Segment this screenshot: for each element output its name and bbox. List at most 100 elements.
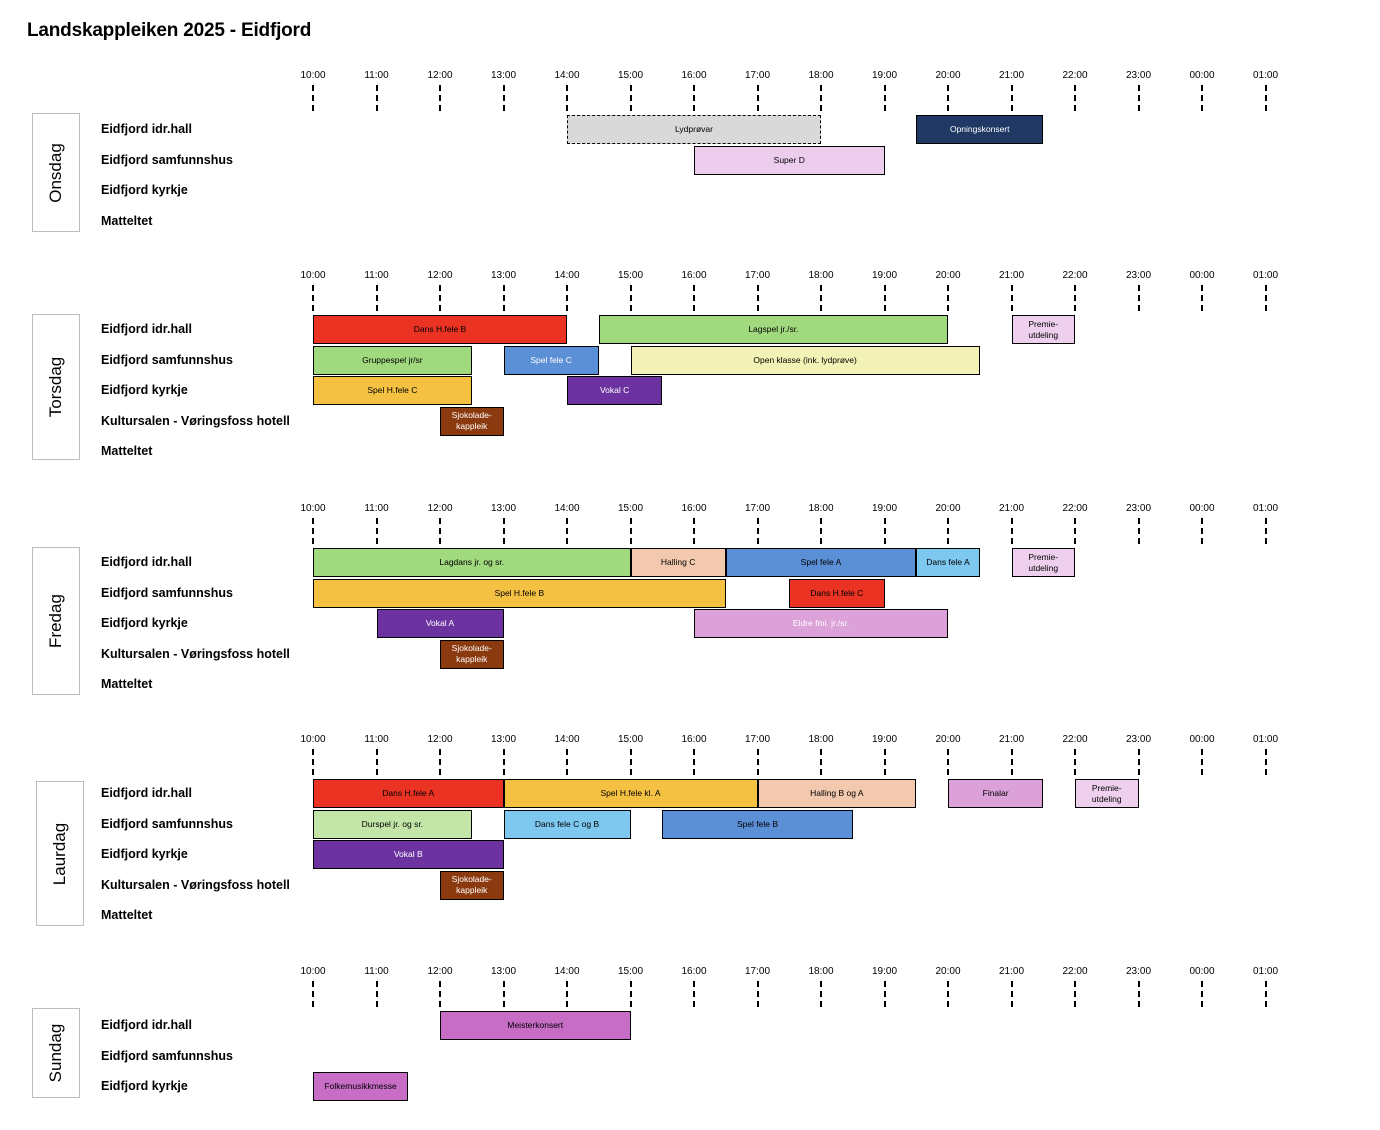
time-tick-label: 22:00 — [1062, 70, 1088, 81]
event-label: Gruppespel jr/sr — [362, 354, 423, 365]
time-tick-label: 18:00 — [808, 503, 834, 514]
time-tick-line — [1201, 85, 1203, 111]
time-tick-line — [439, 518, 441, 544]
event-label: Spel H.fele B — [494, 587, 545, 598]
venue-label: Eidfjord idr.hall — [101, 555, 192, 569]
time-tick-label: 17:00 — [744, 966, 771, 977]
time-tick-line — [1201, 518, 1203, 544]
venue-label: Matteltet — [101, 213, 153, 228]
event-block[interactable]: Opningskonsert — [916, 115, 1044, 144]
event-label: Spel fele B — [736, 818, 779, 829]
event-block[interactable]: Dans fele A — [916, 548, 980, 577]
event-block[interactable]: Spel H.fele C — [313, 376, 472, 405]
event-block[interactable]: Gruppespel jr/sr — [313, 345, 472, 375]
event-block[interactable]: Super D — [694, 145, 885, 175]
time-tick-label: 22:00 — [1062, 270, 1088, 281]
page-title: Landskappleiken 2025 - Eidfjord — [27, 20, 312, 41]
time-tick-line — [756, 85, 759, 111]
time-tick-line — [375, 981, 378, 1007]
time-tick-label: 11:00 — [364, 70, 389, 81]
event-block[interactable]: Vokal C — [567, 376, 663, 405]
event-block[interactable]: Premie- utdeling — [1075, 779, 1139, 808]
event-block[interactable]: Spel fele A — [725, 548, 917, 577]
time-tick-line — [820, 285, 822, 311]
event-block[interactable]: Spel fele C — [503, 345, 599, 375]
day-label-text: Onsdag — [46, 142, 65, 203]
time-tick-label: 21:00 — [998, 966, 1025, 977]
time-tick-line — [566, 518, 568, 544]
time-tick-line — [629, 85, 632, 111]
event-block[interactable]: Premie- utdeling — [1011, 548, 1075, 577]
event-block[interactable]: Meisterkonsert — [440, 1011, 631, 1040]
event-block[interactable]: Halling B og A — [757, 779, 917, 808]
event-block[interactable]: Sjokolade- kappleik — [440, 870, 504, 900]
venue-label: Matteltet — [101, 908, 153, 922]
time-tick-label: 13:00 — [490, 270, 517, 281]
event-block[interactable]: Dans H.fele C — [789, 578, 885, 608]
time-tick-label: 20:00 — [935, 503, 961, 514]
time-tick-label: 23:00 — [1125, 503, 1152, 514]
time-tick-label: 14:00 — [554, 270, 580, 281]
event-label: Premie- utdeling — [1028, 318, 1059, 340]
event-label: Spel H.fele kl. A — [600, 788, 661, 798]
time-tick-label: 20:00 — [935, 70, 961, 81]
time-tick-line — [1137, 85, 1140, 111]
day-label: Sundag — [32, 1008, 80, 1098]
time-tick-line — [502, 981, 505, 1007]
venue-label: Eidfjord idr.hall — [101, 1018, 192, 1032]
time-tick-label: 01:00 — [1252, 734, 1279, 745]
time-tick-line — [756, 285, 759, 311]
event-block[interactable]: Finalar — [948, 779, 1044, 808]
time-tick-label: 12:00 — [427, 70, 453, 81]
event-block[interactable]: Dans H.fele A — [313, 779, 504, 808]
event-block[interactable]: Spel fele B — [662, 809, 853, 839]
event-block[interactable]: Premie- utdeling — [1011, 315, 1075, 344]
time-tick-line — [502, 518, 505, 544]
time-tick-line — [502, 85, 505, 111]
event-block[interactable]: Dans fele C og B — [503, 809, 631, 839]
event-block[interactable]: Spel H.fele B — [313, 578, 726, 608]
event-block[interactable]: Dans H.fele B — [313, 315, 567, 344]
time-tick-label: 16:00 — [681, 734, 707, 745]
time-tick-label: 12:00 — [427, 734, 453, 745]
event-block[interactable]: Sjokolade- kappleik — [440, 639, 504, 669]
event-block[interactable]: Lagdans jr. og sr. — [313, 548, 631, 577]
event-label: Vokal A — [425, 618, 455, 628]
time-tick-line — [439, 749, 441, 775]
time-tick-label: 16:00 — [681, 270, 707, 281]
event-block[interactable]: Lydprøvar — [567, 115, 821, 144]
event-label: Spel H.fele C — [367, 385, 418, 395]
time-tick-line — [756, 518, 759, 544]
time-tick-line — [629, 285, 632, 311]
time-tick-label: 23:00 — [1125, 734, 1152, 745]
time-tick-label: 22:00 — [1062, 966, 1088, 977]
time-tick-line — [1137, 285, 1140, 311]
venue-label: Eidfjord samfunnshus — [101, 1048, 233, 1063]
venue-label: Kultursalen - Vøringsfoss hotell — [101, 413, 290, 428]
time-tick-label: 01:00 — [1252, 503, 1279, 514]
time-tick-line — [1010, 749, 1013, 775]
event-block[interactable]: Halling C — [630, 548, 726, 577]
time-tick-label: 10:00 — [300, 503, 326, 514]
time-tick-line — [883, 85, 886, 111]
event-block[interactable]: Sjokolade- kappleik — [440, 406, 504, 436]
time-tick-label: 14:00 — [554, 966, 580, 977]
time-tick-line — [1264, 749, 1267, 775]
venue-label: Eidfjord samfunnshus — [101, 152, 233, 167]
event-block[interactable]: Eldre fmi. jr./sr. — [694, 609, 948, 638]
venue-label: Kultursalen - Vøringsfoss hotell — [101, 877, 290, 892]
time-tick-line — [312, 285, 314, 311]
event-block[interactable]: Lagspel jr./sr. — [598, 315, 948, 344]
event-block[interactable]: Open klasse (ink. lydprøve) — [630, 345, 980, 375]
event-block[interactable]: Vokal A — [376, 609, 504, 638]
event-block[interactable]: Durspel jr. og sr. — [313, 809, 472, 839]
event-block[interactable]: Spel H.fele kl. A — [503, 779, 758, 808]
time-tick-line — [629, 518, 632, 544]
event-label: Eldre fmi. jr./sr. — [792, 618, 850, 628]
time-tick-label: 11:00 — [364, 734, 389, 745]
time-tick-label: 01:00 — [1252, 270, 1279, 281]
event-block[interactable]: Vokal B — [313, 840, 504, 869]
event-block[interactable]: Folkemusikkmesse — [313, 1072, 409, 1101]
event-label: Dans fele A — [926, 557, 970, 567]
